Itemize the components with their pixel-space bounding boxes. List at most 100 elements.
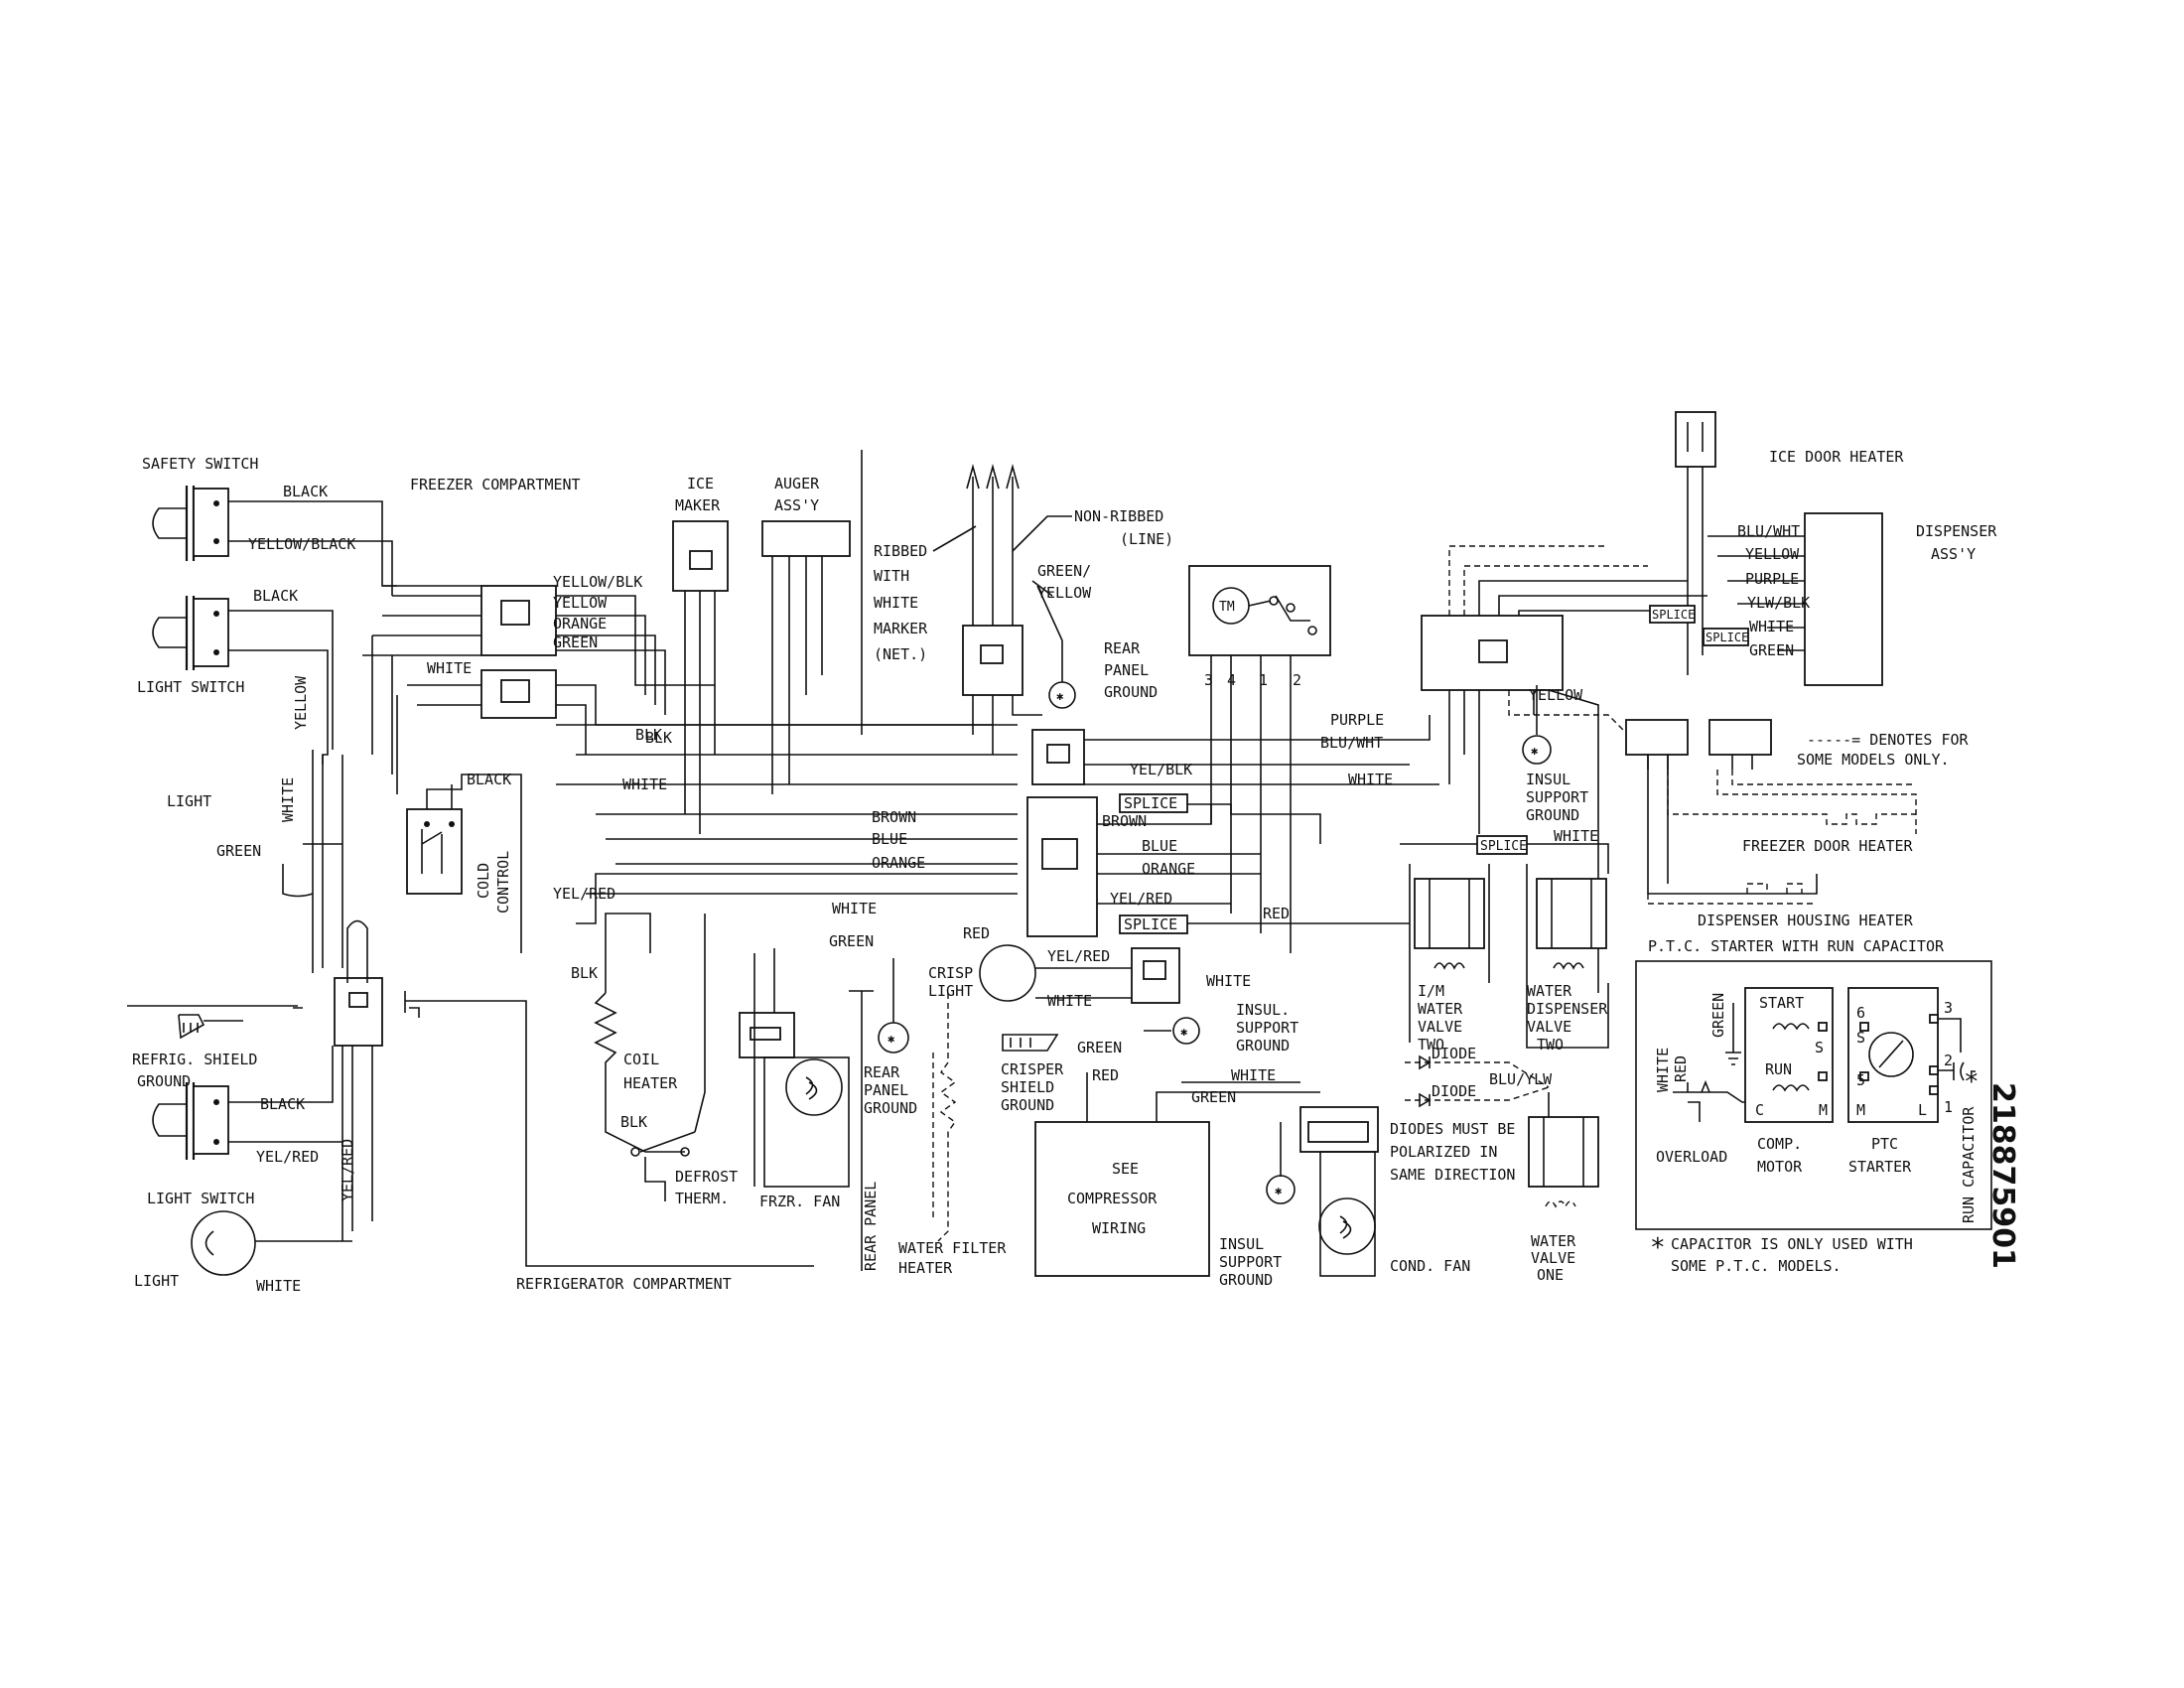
comp-motor-label-2: MOTOR	[1757, 1158, 1803, 1176]
cond-fan-label: COND. FAN	[1390, 1257, 1470, 1275]
im-valve-label-4: TWO	[1418, 1036, 1444, 1054]
wire-label-white-6: WHITE	[1348, 771, 1393, 788]
denotes-note-2: SOME MODELS ONLY.	[1797, 751, 1950, 769]
svg-text:SPLICE: SPLICE	[1652, 608, 1695, 622]
insul-support-ground-bottom-label-1: INSUL	[1219, 1235, 1264, 1253]
wire-label-blu-wht-2: BLU/WHT	[1737, 522, 1800, 540]
wire-label-red-1: RED	[963, 924, 990, 942]
capacitor-note-asterisk: *	[1650, 1233, 1666, 1263]
wire-label-black-1: BLACK	[283, 483, 328, 500]
light-top-label: LIGHT	[167, 792, 211, 810]
rear-panel-label: REAR PANEL	[862, 1182, 880, 1271]
ptc-starter-label-2: STARTER	[1848, 1158, 1912, 1176]
ptc-5: 5	[1856, 1071, 1865, 1089]
wire-label-white-3: WHITE	[427, 659, 472, 677]
denotes-note-1: -----= DENOTES FOR	[1807, 731, 1970, 749]
light-switch-bottom-label: LIGHT SWITCH	[147, 1190, 254, 1207]
wire-label-white-8: WHITE	[1206, 972, 1251, 990]
overload-label: OVERLOAD	[1656, 1148, 1727, 1166]
auger-assy	[761, 520, 851, 794]
compressor-label: COMPRESSOR	[1067, 1190, 1158, 1207]
defrost-therm-label-1: DEFROST	[675, 1168, 738, 1186]
wire-label-green-yellow-1: GREEN/	[1037, 562, 1091, 580]
water-dispenser-valve-two	[1526, 864, 1609, 1049]
wire-label-green-3: GREEN	[829, 932, 874, 950]
ptc-title: P.T.C. STARTER WITH RUN CAPACITOR	[1648, 937, 1945, 955]
dispenser-assy	[1707, 512, 1883, 686]
safety-switch	[152, 486, 229, 561]
crisper-shield-ground-label-2: SHIELD	[1001, 1078, 1054, 1096]
wire-label-yellow-black: YELLOW/BLACK	[248, 535, 355, 553]
diodes-note-1: DIODES MUST BE	[1390, 1120, 1515, 1138]
rear-panel-ground-top-label-1: REAR	[1104, 639, 1141, 657]
wire-label-white-v: WHITE	[279, 777, 297, 822]
wire-label-yellow-blk: YELLOW/BLK	[553, 573, 642, 591]
cold-control-label-1: COLD	[475, 863, 492, 899]
insul-support-ground-top-label-3: GROUND	[1526, 806, 1579, 824]
defrost-therm-label-2: THERM.	[675, 1190, 729, 1207]
insul-support-ground-bottom: ✱	[1266, 1122, 1296, 1204]
central-block-lower	[1026, 796, 1098, 937]
ice-maker	[672, 520, 729, 834]
safety-switch-label: SAFETY SWITCH	[142, 455, 258, 473]
ptc-s-right: S	[1856, 1029, 1865, 1047]
wire-label-blue-1: BLUE	[872, 830, 907, 848]
diode-label-2: DIODE	[1432, 1082, 1476, 1100]
rear-panel-ground-mid-label-3: GROUND	[864, 1099, 917, 1117]
coil-heater-label-1: COIL	[623, 1051, 659, 1068]
crisp-light-label-2: LIGHT	[928, 982, 973, 1000]
svg-text:✱: ✱	[887, 1032, 894, 1046]
frzr-fan-label: FRZR. FAN	[759, 1193, 840, 1210]
rear-panel-ground-mid-label-1: REAR	[864, 1063, 900, 1081]
timer-terminal-1: 1	[1259, 671, 1268, 689]
splice-1: SPLICE	[1119, 793, 1188, 813]
water-filter-heater-label-1: WATER FILTER	[898, 1239, 1007, 1257]
wire-label-brown-2: BROWN	[1102, 812, 1147, 830]
wire-label-brown-1: BROWN	[872, 808, 916, 826]
ptc-s-left: S	[1815, 1039, 1824, 1056]
crisp-light-label-1: CRISP	[928, 964, 973, 982]
refrig-shield-ground-label-1: REFRIG. SHIELD	[132, 1051, 257, 1068]
splice-2: SPLICE	[1119, 914, 1188, 934]
rear-panel-ground-mid-label-2: PANEL	[864, 1081, 908, 1099]
ribbed-label-3: WHITE	[874, 594, 918, 612]
insul-support-ground-mid: ✱	[1144, 1017, 1200, 1045]
wire-label-yel-blk-1: YEL/BLK	[1130, 761, 1192, 778]
wire-label-red-3: RED	[1092, 1066, 1119, 1084]
ribbed-label-4: MARKER	[874, 620, 928, 637]
rear-panel-ground-top: ✱	[1048, 660, 1076, 709]
capacitor-note-2: SOME P.T.C. MODELS.	[1671, 1257, 1842, 1275]
ice-door-heater-label: ICE DOOR HEATER	[1769, 448, 1904, 466]
wire-label-green-6: GREEN	[1749, 641, 1794, 659]
cold-control	[406, 774, 522, 953]
dispenser-assy-label-1: DISPENSER	[1916, 522, 1997, 540]
wire-label-white-9: WHITE	[1231, 1066, 1276, 1084]
im-valve-label-3: VALVE	[1418, 1018, 1462, 1036]
refrig-shield-ground-label-2: GROUND	[137, 1072, 191, 1090]
wire-label-yel-red-2: YEL/RED	[553, 885, 615, 903]
ptc-m-right: M	[1856, 1101, 1865, 1119]
wire-label-blk-2: BLK	[635, 726, 662, 744]
diode-label-1: DIODE	[1432, 1045, 1476, 1062]
ptc-wire-white: WHITE	[1654, 1048, 1672, 1092]
wire-label-yel-red-v: YEL/RED	[339, 1139, 356, 1201]
wire-label-white-5: WHITE	[832, 900, 877, 917]
wire-label-yel-red-3: YEL/RED	[1110, 890, 1172, 908]
wire-label-black-3: BLACK	[260, 1095, 305, 1113]
wire-label-green-5: GREEN	[1191, 1088, 1236, 1106]
wire-label-blk-4: BLK	[620, 1113, 647, 1131]
light-bottom-label: LIGHT	[134, 1272, 179, 1290]
wire-label-yellow-3: YELLOW	[1745, 545, 1800, 563]
insul-support-ground-top-label-1: INSUL	[1526, 771, 1570, 788]
see-label: SEE	[1112, 1160, 1139, 1178]
insul-support-ground-mid-label-2: SUPPORT	[1236, 1019, 1298, 1037]
timer-terminal-3: 3	[1204, 671, 1213, 689]
svg-text:TM: TM	[1219, 600, 1235, 615]
svg-text:✱: ✱	[1531, 744, 1538, 758]
freezer-compartment-label: FREEZER COMPARTMENT	[410, 476, 581, 493]
condenser-fan	[1299, 1106, 1379, 1277]
water-valve-one-label-2: VALVE	[1531, 1249, 1575, 1267]
auger-label-2: ASS'Y	[774, 496, 819, 514]
defrost-therm	[630, 914, 706, 1201]
